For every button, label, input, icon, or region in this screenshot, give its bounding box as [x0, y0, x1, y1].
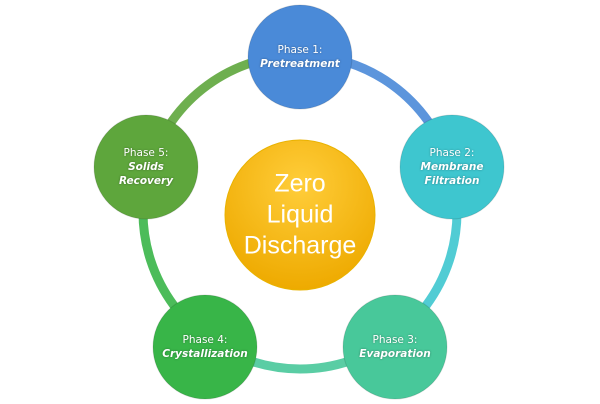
phase-title: Solids — [128, 161, 164, 173]
phase-title: Crystallization — [162, 348, 248, 360]
phase-5-label: Phase 5: Solids Recovery — [91, 146, 201, 188]
phase-3-circle — [342, 294, 448, 400]
phase-title: Pretreatment — [260, 58, 340, 70]
phase-1-label: Phase 1: Pretreatment — [245, 43, 355, 71]
center-line-1: Zero — [274, 169, 326, 198]
phase-title: Recovery — [118, 175, 174, 187]
center-line-3: Discharge — [243, 231, 357, 260]
phase-title: Evaporation — [359, 348, 431, 360]
phase-number: Phase 5: — [123, 147, 169, 159]
center-line-2: Liquid — [266, 200, 334, 229]
phase-number: Phase 1: — [277, 44, 323, 56]
phase-5-circle — [93, 114, 199, 220]
phase-number: Phase 4: — [182, 334, 228, 346]
phase-4-circle — [152, 294, 258, 400]
phase-number: Phase 2: — [429, 147, 475, 159]
center-circle — [224, 139, 376, 291]
phase-title: Filtration — [424, 175, 480, 187]
phase-title: Membrane — [420, 161, 484, 173]
phase-4-label: Phase 4: Crystallization — [150, 333, 260, 361]
phase-2-circle — [399, 114, 505, 220]
phase-3-label: Phase 3: Evaporation — [340, 333, 450, 361]
phase-1-circle — [247, 4, 353, 110]
center-label: Zero Liquid Discharge — [225, 169, 375, 262]
phase-2-label: Phase 2: Membrane Filtration — [397, 146, 507, 188]
phase-number: Phase 3: — [372, 334, 418, 346]
